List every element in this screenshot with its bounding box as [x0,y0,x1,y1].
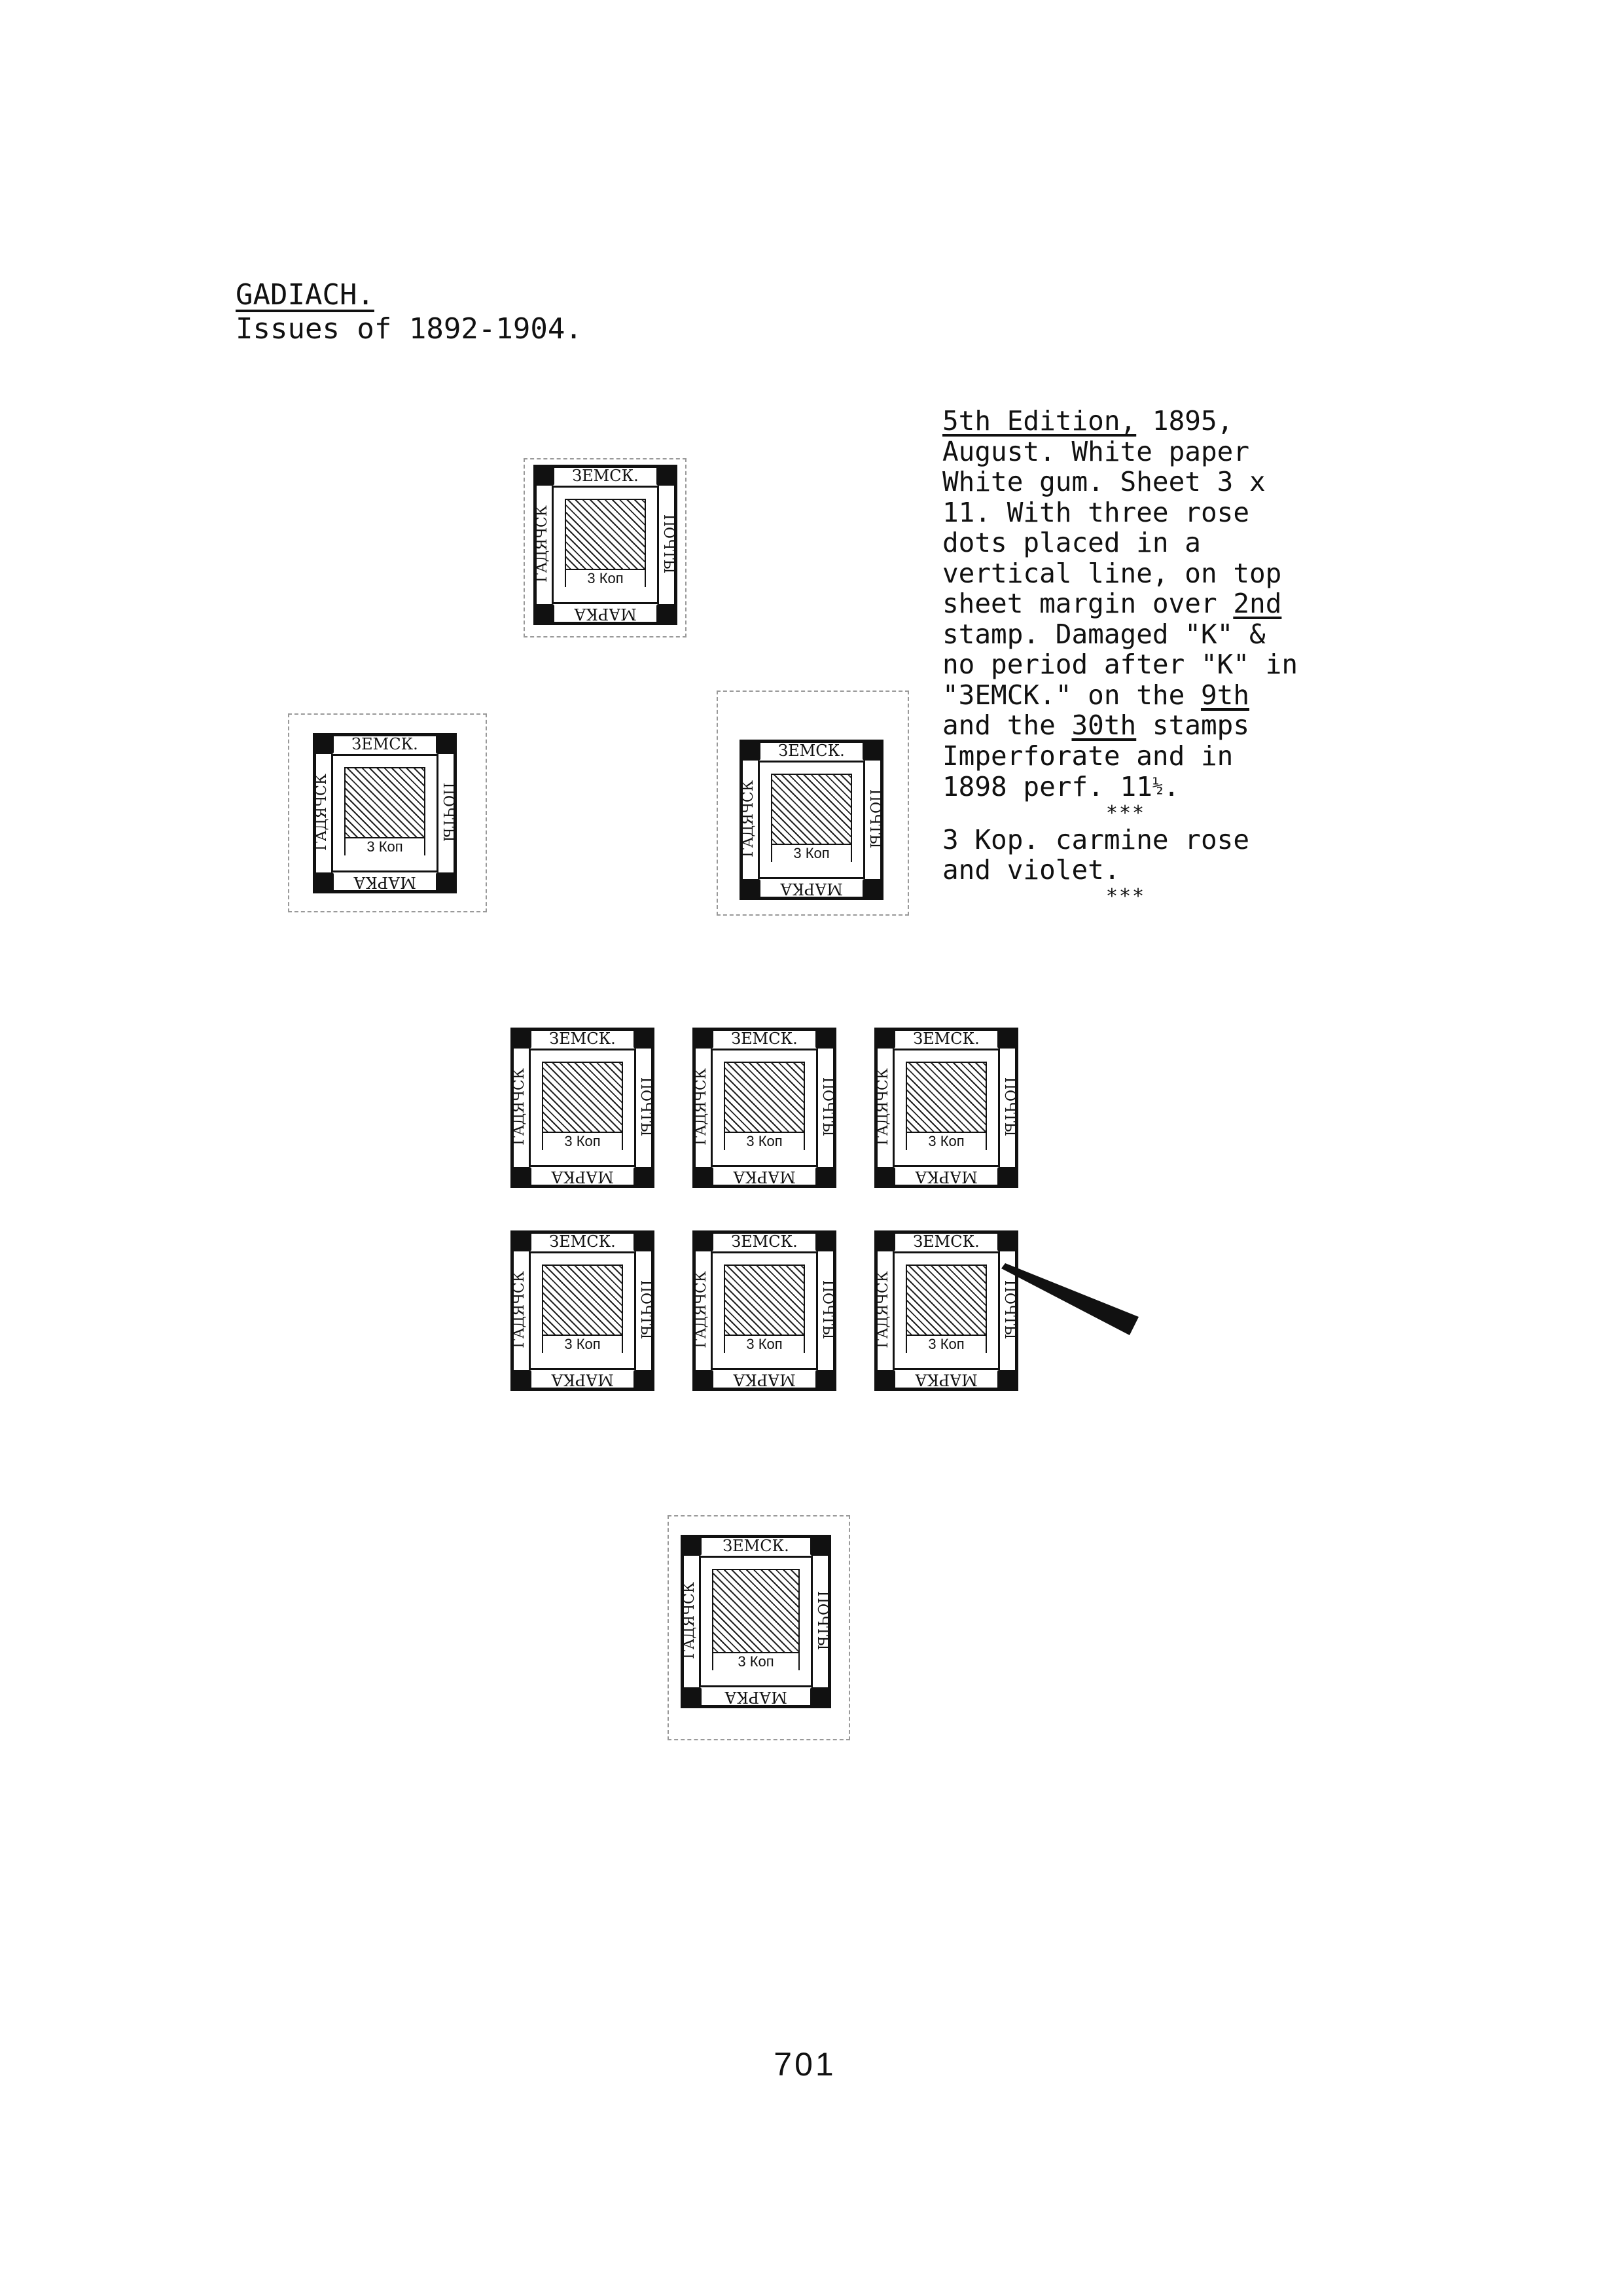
stamp-right-text: ПОЧТЫ [866,789,883,849]
stamp-bottom-text: МАРКА [551,1168,614,1186]
stamp-bottom-text: МАРКА [551,1371,614,1389]
stamp-top-text: ЗЕМСК. [731,1030,798,1048]
sheet-margin-outline [524,458,687,637]
stamp-bottom-text: МАРКА [353,873,416,891]
stamp-bottom-text: МАРКА [915,1371,978,1389]
stamp-bottom-text: МАРКА [780,880,843,898]
edition-description: 5th Edition, 1895, August. White paper W… [942,406,1309,908]
description-text: . [1163,771,1180,802]
description-paragraph: 5th Edition, 1895, August. White paper W… [942,406,1309,802]
stamp-value-text: 3 Коп [543,1335,622,1353]
stamp-bottom-text: МАРКА [724,1688,787,1706]
stamp-top-text: ЗЕМСК. [549,1232,616,1251]
stamp: ЗЕМСК. МАРКА ГАДЯЧСК ПОЧТЫ 3 Коп [510,1230,654,1391]
stamp: ЗЕМСК. МАРКА ГАДЯЧСК ПОЧТЫ 3 Коп [313,733,457,893]
stamp-right-text: ПОЧТЫ [814,1590,830,1651]
stamp-right-text: ПОЧТЫ [660,514,677,574]
page-number: 701 [774,2046,836,2083]
description-text: stamps Imperforate and in 1898 perf. 11 [942,709,1250,802]
stamp-left-text: ГАДЯЧСК [681,1582,698,1659]
description-text: and the [942,709,1072,741]
stamp: ЗЕМСК. МАРКА ГАДЯЧСК ПОЧТЫ 3 Коп [510,1028,654,1188]
stamp-value-text: 3 Коп [566,569,645,587]
sheet-margin-outline [288,713,487,912]
stamp-bottom-text: МАРКА [733,1168,796,1186]
stamp-bottom-text: МАРКА [733,1371,796,1389]
separator-stars: *** [1105,884,1146,908]
stamp-top-text: ЗЕМСК. [351,735,418,753]
stamp-left-text: ГАДЯЧСК [740,780,757,857]
stamp-left-text: ГАДЯЧСК [875,1068,891,1145]
stamp: ЗЕМСК. МАРКА ГАДЯЧСК ПОЧТЫ 3 Коп [533,465,677,625]
stamp-right-text: ПОЧТЫ [440,782,456,842]
kop-line: 3 Kop. carmine rose and violet. [942,823,1249,886]
stamp: ЗЕМСК. МАРКА ГАДЯЧСК ПОЧТЫ 3 Коп [692,1230,836,1391]
stamp-left-text: ГАДЯЧСК [534,505,550,583]
stamp-top-text: ЗЕМСК. [722,1537,789,1555]
stamp-value-text: 3 Коп [725,1132,804,1150]
stamp-left-text: ГАДЯЧСК [875,1271,891,1348]
ordinal-30th: 30th [1071,709,1137,741]
edition-label: 5th Edition, [942,405,1137,437]
issues-subtitle: Issues of 1892-1904. [236,312,582,346]
description-text: stamp. Damaged "K" & no period after "K"… [942,618,1298,711]
stamp-bottom-text: МАРКА [574,605,637,623]
town-title: GADIACH. [236,278,374,312]
stamp: ЗЕМСК. МАРКА ГАДЯЧСК ПОЧТЫ 3 Коп [874,1028,1018,1188]
stamp-left-text: ГАДЯЧСК [693,1068,709,1145]
description-text: 1895, August. White paper White gum. She… [942,405,1282,619]
stamp-top-text: ЗЕМСК. [549,1030,616,1048]
separator-stars: *** [1105,801,1146,825]
stamp-top-text: ЗЕМСК. [778,742,845,760]
stamp-right-text: ПОЧТЫ [637,1077,654,1137]
stamp-value-text: 3 Коп [713,1652,798,1670]
sheet-margin-outline [717,691,909,916]
stamp-value-text: 3 Коп [725,1335,804,1353]
stamp: ЗЕМСК. МАРКА ГАДЯЧСК ПОЧТЫ 3 Коп [740,740,883,900]
stamp-value-text: 3 Коп [907,1132,986,1150]
stamp-right-text: ПОЧТЫ [819,1280,836,1340]
stamp-value-text: 3 Коп [907,1335,986,1353]
stamp: ЗЕМСК. МАРКА ГАДЯЧСК ПОЧТЫ 3 Коп [692,1028,836,1188]
stamp-bottom-text: МАРКА [915,1168,978,1186]
ordinal-2nd: 2nd [1233,588,1282,619]
stamp-right-text: ПОЧТЫ [819,1077,836,1137]
stamp-left-text: ГАДЯЧСК [693,1271,709,1348]
stamp-top-text: ЗЕМСК. [572,467,639,485]
stamp-left-text: ГАДЯЧСК [511,1068,527,1145]
stamp-value-text: 3 Коп [346,837,424,855]
stamp-left-text: ГАДЯЧСК [511,1271,527,1348]
stamp-top-text: ЗЕМСК. [913,1232,980,1251]
stamp-right-text: ПОЧТЫ [1001,1077,1018,1137]
pointer-arrow-icon [1001,1263,1139,1335]
page-heading: GADIACH. Issues of 1892-1904. [236,278,582,346]
stamp-top-text: ЗЕМСК. [913,1030,980,1048]
fraction-half: ½ [1152,775,1164,797]
stamp-top-text: ЗЕМСК. [731,1232,798,1251]
stamp-right-text: ПОЧТЫ [637,1280,654,1340]
stamp-damaged-k: ЗЕМСК. МАРКА ГАДЯЧСК ПОЧТЫ 3 Коп [874,1230,1018,1391]
sheet-margin-outline [668,1515,850,1740]
stamp: ЗЕМСК. МАРКА ГАДЯЧСК ПОЧТЫ 3 Коп [681,1535,831,1708]
stamp-left-text: ГАДЯЧСК [313,774,330,851]
ordinal-9th: 9th [1200,679,1250,711]
stamp-value-text: 3 Коп [543,1132,622,1150]
stamp-value-text: 3 Коп [772,844,851,862]
